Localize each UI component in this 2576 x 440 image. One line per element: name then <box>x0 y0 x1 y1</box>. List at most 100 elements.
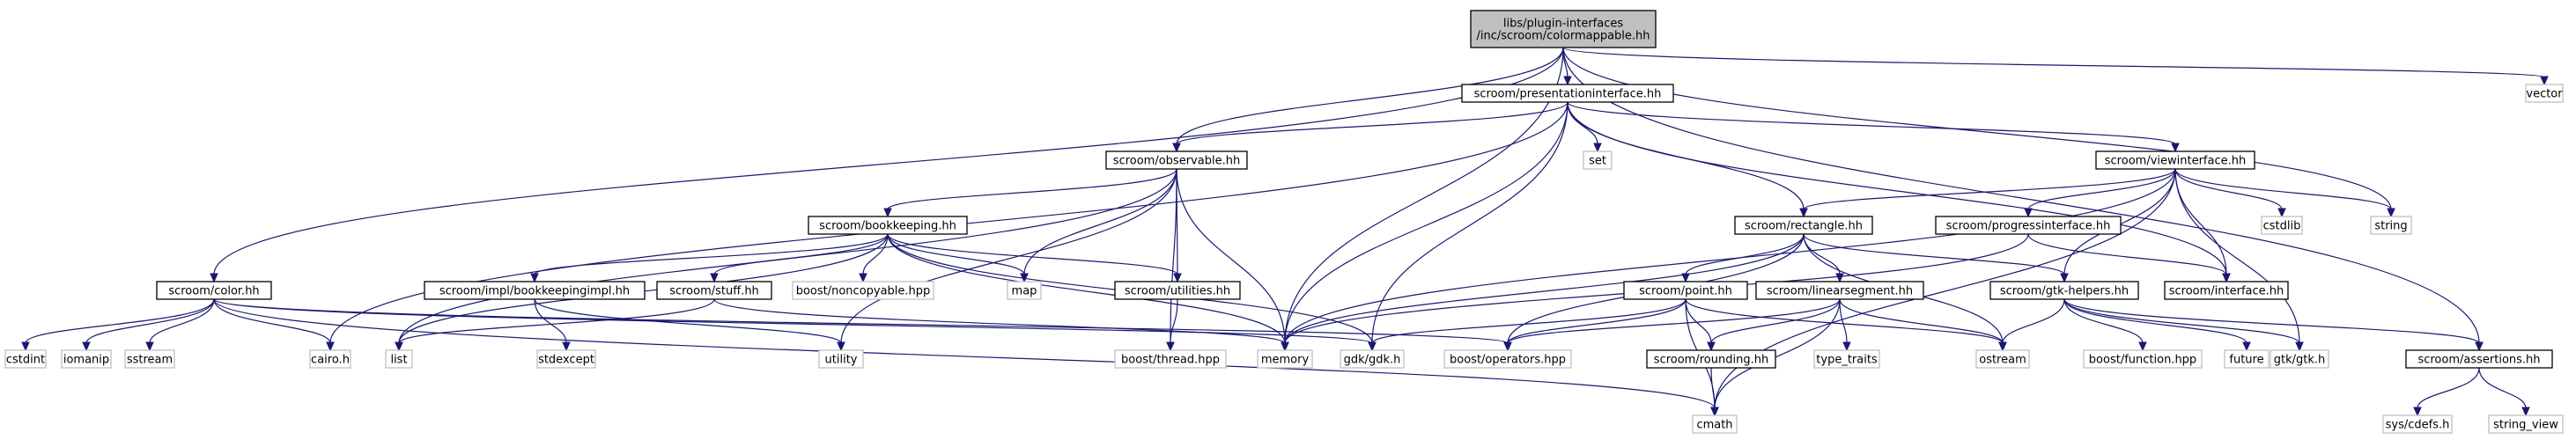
node-box-progressinterface <box>1935 216 2122 235</box>
node-linearsegment[interactable]: scroom/linearsegment.hh <box>1755 281 1924 300</box>
node-noncopyable: boost/noncopyable.hpp <box>792 281 934 300</box>
node-box-rounding <box>1646 349 1776 369</box>
node-observable[interactable]: scroom/observable.hh <box>1105 150 1248 170</box>
node-box-typetraits <box>1813 349 1880 369</box>
node-rectangle[interactable]: scroom/rectangle.hh <box>1734 216 1873 235</box>
node-cdefs: sys/cdefs.h <box>2382 414 2453 434</box>
node-label-stdexcept: stdexcept <box>538 354 594 367</box>
arrowhead-rectangle-to-linearsegment <box>1835 273 1844 283</box>
arrowhead-gtkhelpers-to-future <box>2242 341 2251 352</box>
edge-linearsegment-to-typetraits <box>1839 298 1848 344</box>
arrowhead-stuff-to-memory <box>1281 341 1289 352</box>
node-label-point: scroom/point.hh <box>1639 285 1732 298</box>
edge-presentationinterface-to-interface <box>1567 101 2227 275</box>
arrowhead-color-to-cairo <box>326 341 335 352</box>
node-box-future <box>2224 349 2270 369</box>
node-gtkhelpers[interactable]: scroom/gtk-helpers.hh <box>1989 281 2139 300</box>
arrowhead-bookkeeping-to-stuff <box>710 273 719 283</box>
node-interface[interactable]: scroom/interface.hh <box>2164 281 2289 300</box>
node-bookkeepingimpl[interactable]: scroom/impl/bookkeepingimpl.hh <box>424 281 646 300</box>
node-label-memory: memory <box>1261 354 1310 367</box>
node-label-noncopyable: boost/noncopyable.hpp <box>796 285 931 298</box>
edge-viewinterface-to-cstdlib <box>2174 168 2283 210</box>
node-label-rectangle: scroom/rectangle.hh <box>1745 220 1863 233</box>
node-label-bookkeeping: scroom/bookkeeping.hh <box>819 220 956 233</box>
node-root[interactable]: libs/plugin-interfaces/inc/scroom/colorm… <box>1470 10 1657 48</box>
node-label-interface: scroom/interface.hh <box>2169 285 2284 298</box>
node-box-rectangle <box>1734 216 1873 235</box>
node-label-cstdint: cstdint <box>6 354 45 367</box>
node-map: map <box>1007 281 1042 300</box>
edge-bookkeeping-to-bookkeepingimpl <box>534 233 889 275</box>
node-label-viewinterface: scroom/viewinterface.hh <box>2105 155 2246 168</box>
node-label-cstdlib: cstdlib <box>2263 220 2301 233</box>
edge-root-to-observable <box>1176 47 1564 145</box>
node-box-boostoperators <box>1443 349 1572 369</box>
node-box-utility <box>818 349 864 369</box>
edge-point-to-gdk <box>1371 298 1687 344</box>
edge-presentationinterface-to-gdk <box>1371 101 1568 344</box>
edge-rectangle-to-point <box>1685 233 1805 275</box>
node-color[interactable]: scroom/color.hh <box>156 281 272 300</box>
edge-color-to-cstdint <box>25 298 215 344</box>
arrowhead-gtkhelpers-to-gtk <box>2295 341 2304 352</box>
edge-color-to-iomanip <box>85 298 215 344</box>
node-box-presentationinterface <box>1461 84 1674 103</box>
node-box-stuff <box>656 281 772 300</box>
node-rounding[interactable]: scroom/rounding.hh <box>1646 349 1776 369</box>
node-viewinterface[interactable]: scroom/viewinterface.hh <box>2095 150 2255 170</box>
node-box-vector <box>2525 84 2564 103</box>
arrowhead-bookkeepingimpl-to-stdexcept <box>562 341 571 352</box>
node-label-boostthread: boost/thread.hpp <box>1121 354 1220 367</box>
edge-color-to-cmath <box>213 298 1716 409</box>
arrowhead-viewinterface-to-progressinterface <box>2024 208 2033 218</box>
arrowhead-bookkeeping-to-bookkeepingimpl <box>530 273 539 283</box>
edge-gtkhelpers-to-boostfunction <box>2063 298 2144 344</box>
edge-observable-to-map <box>1023 168 1177 275</box>
arrowhead-rectangle-to-point <box>1681 273 1690 283</box>
arrowhead-viewinterface-to-rectangle <box>1799 208 1808 218</box>
node-box-interface <box>2164 281 2289 300</box>
edge-linearsegment-to-rounding <box>1710 298 1841 344</box>
node-box-map <box>1007 281 1042 300</box>
arrowhead-utilities-to-boostthread <box>1166 341 1175 352</box>
node-label-list: list <box>390 354 407 367</box>
edge-bookkeeping-to-memory <box>887 233 1286 344</box>
node-progressinterface[interactable]: scroom/progressinterface.hh <box>1935 216 2122 235</box>
node-box-gtkhelpers <box>1989 281 2139 300</box>
node-label-gtkhelpers: scroom/gtk-helpers.hh <box>2000 285 2129 298</box>
arrowhead-progressinterface-to-interface <box>2222 273 2231 283</box>
node-gtk: gtk/gtk.h <box>2270 349 2329 369</box>
arrowhead-bookkeeping-to-utilities <box>1173 273 1182 283</box>
node-label-utility: utility <box>825 354 858 367</box>
edge-bookkeeping-to-map <box>887 233 1025 275</box>
edge-viewinterface-to-memory <box>1284 168 2176 344</box>
arrowhead-gtkhelpers-to-boostfunction <box>2138 341 2147 352</box>
arrowhead-root-to-vector <box>2540 76 2549 86</box>
node-presentationinterface[interactable]: scroom/presentationinterface.hh <box>1461 84 1674 103</box>
node-boostthread: boost/thread.hpp <box>1114 349 1227 369</box>
node-label-gdk: gdk/gdk.h <box>1344 354 1401 367</box>
node-set: set <box>1583 150 1613 170</box>
edge-stuff-to-memory <box>713 298 1286 344</box>
node-label-typetraits: type_traits <box>1816 354 1878 367</box>
node-stuff[interactable]: scroom/stuff.hh <box>656 281 772 300</box>
node-box-stdexcept <box>536 349 596 369</box>
edge-bookkeeping-to-utilities <box>887 233 1178 275</box>
node-cstdint: cstdint <box>4 349 47 369</box>
node-box-boostfunction <box>2083 349 2203 369</box>
edge-gtkhelpers-to-gtk <box>2063 298 2300 344</box>
edge-assertions-to-cdefs <box>2417 367 2480 409</box>
edge-observable-to-bookkeeping <box>887 168 1177 210</box>
node-gdk: gdk/gdk.h <box>1340 349 1405 369</box>
node-utilities[interactable]: scroom/utilities.hh <box>1114 281 1241 300</box>
node-box-cstdint <box>4 349 47 369</box>
node-box-linearsegment <box>1755 281 1924 300</box>
node-bookkeeping[interactable]: scroom/bookkeeping.hh <box>808 216 968 235</box>
node-label-vector: vector <box>2526 88 2563 101</box>
node-assertions[interactable]: scroom/assertions.hh <box>2405 349 2553 369</box>
edge-linearsegment-to-ostream <box>1839 298 2004 344</box>
node-point[interactable]: scroom/point.hh <box>1623 281 1748 300</box>
edge-viewinterface-to-progressinterface <box>2027 168 2176 210</box>
